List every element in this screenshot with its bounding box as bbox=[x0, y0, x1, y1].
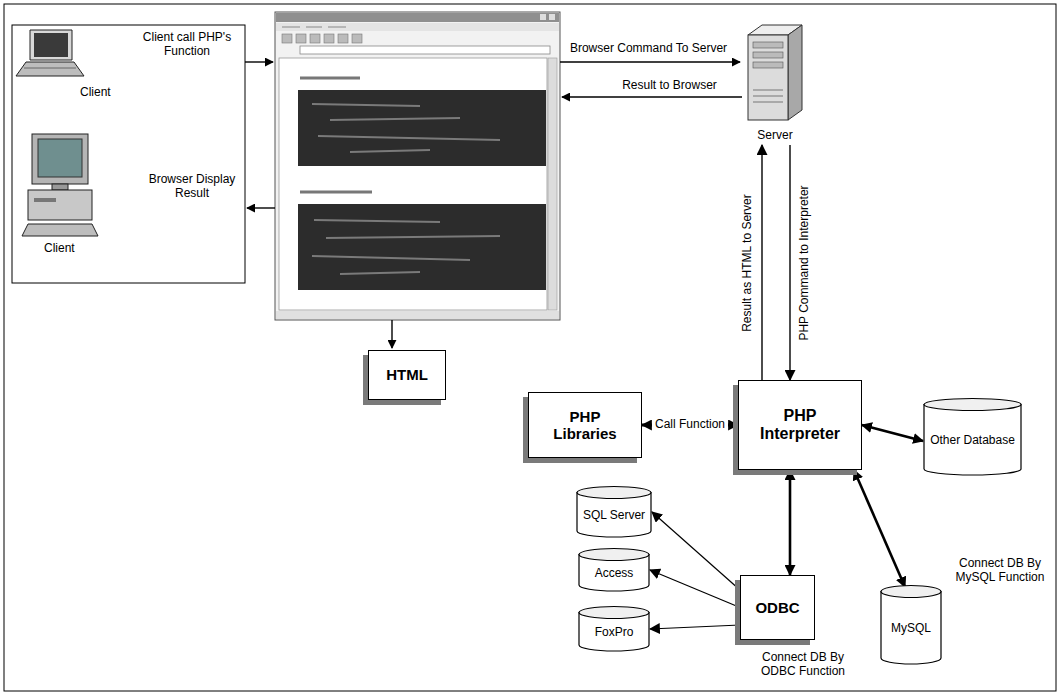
connector bbox=[789, 145, 790, 380]
process-box: PHP Interpreter bbox=[738, 380, 862, 470]
node-label: ODBC bbox=[755, 599, 799, 616]
node-label: Server bbox=[757, 129, 792, 143]
page-frame bbox=[4, 4, 1056, 691]
node-label: Client bbox=[80, 86, 111, 100]
database-cylinder: Access bbox=[578, 548, 650, 592]
browser-window bbox=[275, 12, 560, 320]
node-text-group: PHP Libraries bbox=[537, 408, 633, 443]
connector bbox=[652, 512, 740, 590]
node-label: Other Database bbox=[930, 434, 1015, 448]
node-label: MySQL bbox=[891, 622, 931, 636]
node-label: Client bbox=[44, 242, 75, 256]
node-text-group: FoxPro bbox=[595, 626, 634, 640]
server-computer: Server bbox=[735, 20, 815, 145]
node-label: PHP Libraries bbox=[537, 408, 633, 443]
node-text-group: HTML bbox=[386, 366, 428, 383]
flow-arrows bbox=[245, 62, 742, 348]
connector bbox=[761, 145, 762, 380]
database-cylinder: MySQL bbox=[880, 585, 942, 665]
node-text-group: SQL Server bbox=[583, 509, 645, 523]
connector bbox=[789, 470, 792, 575]
client-computer: Client bbox=[20, 128, 110, 263]
process-box: PHP Libraries bbox=[528, 392, 642, 458]
process-box: ODBC bbox=[740, 575, 815, 640]
annotation-label: Client call PHP's Function bbox=[132, 30, 242, 59]
edge-label: Result as HTML to Server bbox=[741, 194, 754, 332]
annotation-label: Browser Command To Server bbox=[566, 41, 731, 55]
connector bbox=[862, 425, 923, 441]
node-text-group: MySQL bbox=[891, 622, 931, 636]
client-group-box bbox=[12, 25, 245, 283]
annotation-label: Result to Browser bbox=[612, 78, 727, 92]
node-text-group: Access bbox=[595, 567, 634, 581]
process-box: HTML bbox=[368, 350, 446, 400]
database-cylinder: Other Database bbox=[923, 398, 1022, 476]
client-computer: Client bbox=[20, 28, 118, 108]
connector bbox=[854, 470, 905, 587]
node-label: FoxPro bbox=[595, 626, 634, 640]
database-cylinder: FoxPro bbox=[578, 606, 650, 652]
node-label: Access bbox=[595, 567, 634, 581]
connector bbox=[650, 570, 740, 608]
edge-label: Call Function bbox=[652, 417, 728, 432]
annotation-label: Browser Display Result bbox=[142, 172, 242, 201]
node-text-group: ODBC bbox=[755, 599, 799, 616]
desktop-icon bbox=[22, 134, 98, 236]
connector bbox=[650, 625, 740, 629]
server-icon bbox=[748, 25, 802, 120]
node-text-group: PHP Interpreter bbox=[747, 407, 853, 444]
node-label: HTML bbox=[386, 366, 428, 383]
laptop-icon bbox=[16, 30, 84, 76]
node-label: PHP Interpreter bbox=[747, 407, 853, 444]
database-cylinder: SQL Server bbox=[576, 486, 652, 538]
node-label: SQL Server bbox=[583, 509, 645, 523]
annotation-label: Connect DB By MySQL Function bbox=[948, 556, 1052, 585]
edge-label: PHP Command to Interpreter bbox=[798, 185, 811, 340]
node-text-group: Other Database bbox=[930, 434, 1015, 448]
annotation-label: Connect DB By ODBC Function bbox=[748, 650, 858, 679]
